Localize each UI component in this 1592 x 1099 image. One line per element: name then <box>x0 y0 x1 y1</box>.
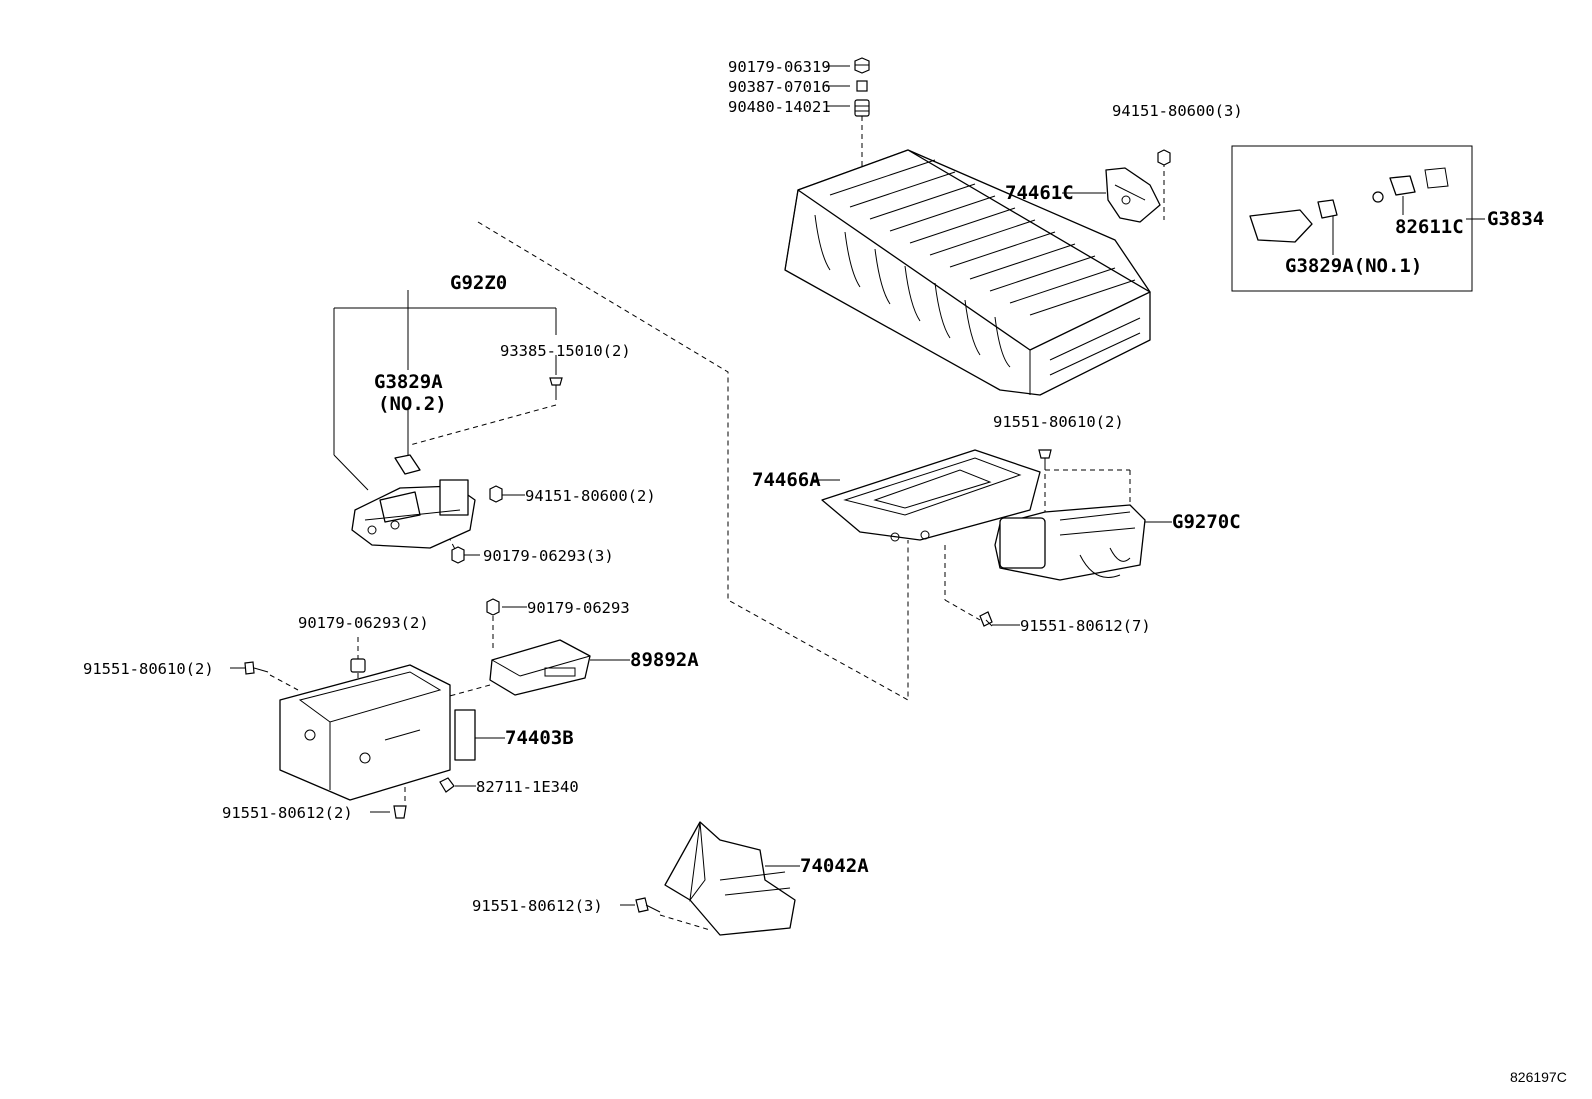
nut-90179-tray <box>350 658 366 673</box>
callout-91551-80612-2: 91551-80612(2) <box>222 804 353 822</box>
bolt-91551-80612-bracket <box>635 897 661 913</box>
nut-90179-06319 <box>854 57 870 74</box>
nut-90179-left <box>451 546 465 564</box>
callout-G92Z0: G92Z0 <box>450 272 507 294</box>
bracket-74461C <box>1105 167 1161 223</box>
callout-91551-80612-3: 91551-80612(3) <box>472 897 603 915</box>
callout-G3829A-no1: G3829A(NO.1) <box>1285 255 1422 277</box>
callout-74403B: 74403B <box>505 727 574 749</box>
callout-82711-1E340: 82711-1E340 <box>476 778 579 796</box>
callout-90179-06293-3: 90179-06293(3) <box>483 547 614 565</box>
tray-74403B <box>279 664 476 801</box>
callout-90179-06319: 90179-06319 <box>728 58 831 76</box>
g3834-kit-box <box>1231 145 1473 292</box>
callout-74042A: 74042A <box>800 855 869 877</box>
callout-G3829A: G3829A <box>374 371 443 393</box>
callout-74466A: 74466A <box>752 469 821 491</box>
callout-G9270C: G9270C <box>1172 511 1241 533</box>
nut-94151-80600 <box>1157 149 1171 166</box>
bolt-91551-80612-tray <box>393 805 407 819</box>
relay-assembly-g92z0 <box>351 479 476 549</box>
bracket-74042A <box>664 821 796 936</box>
callout-94151-80600-3: 94151-80600(3) <box>1112 102 1243 120</box>
diagram-reference-number: 826197C <box>1510 1069 1567 1085</box>
washer-90387-07016 <box>856 80 868 92</box>
callout-90387-07016: 90387-07016 <box>728 78 831 96</box>
callout-91551-80610-2-right: 91551-80610(2) <box>993 413 1124 431</box>
nut-94151-left <box>489 485 503 503</box>
callout-G3834: G3834 <box>1487 208 1544 230</box>
cover-74466A <box>821 449 1041 542</box>
callout-labels: 90179-06319 90387-07016 90480-14021 9415… <box>83 58 1544 915</box>
bracket-no2 <box>394 454 421 475</box>
leader-lines <box>230 65 1485 931</box>
bolt-91551-80612-right <box>979 611 993 627</box>
callout-89892A: 89892A <box>630 649 699 671</box>
callout-82611C: 82611C <box>1395 216 1464 238</box>
nut-90179-06293 <box>486 598 500 616</box>
junction-block-g9270c <box>994 504 1146 581</box>
bolt-91551-80610-right <box>1038 449 1052 468</box>
callout-no2: (NO.2) <box>378 393 447 415</box>
ecu-89892A <box>489 639 591 696</box>
callout-90179-06293: 90179-06293 <box>527 599 630 617</box>
grommet-82711 <box>439 777 455 793</box>
callout-91551-80610-2-left: 91551-80610(2) <box>83 660 214 678</box>
callout-94151-80600-2: 94151-80600(2) <box>525 487 656 505</box>
battery-pack <box>784 149 1151 396</box>
callout-74461C: 74461C <box>1005 182 1074 204</box>
callout-91551-80612-7: 91551-80612(7) <box>1020 617 1151 635</box>
insulator-90480-14021 <box>854 99 870 117</box>
callout-90480-14021: 90480-14021 <box>728 98 831 116</box>
callout-93385-15010-2: 93385-15010(2) <box>500 342 631 360</box>
callout-90179-06293-2: 90179-06293(2) <box>298 614 429 632</box>
bolt-91551-80610-left <box>244 661 269 675</box>
bolt-93385 <box>549 377 563 400</box>
